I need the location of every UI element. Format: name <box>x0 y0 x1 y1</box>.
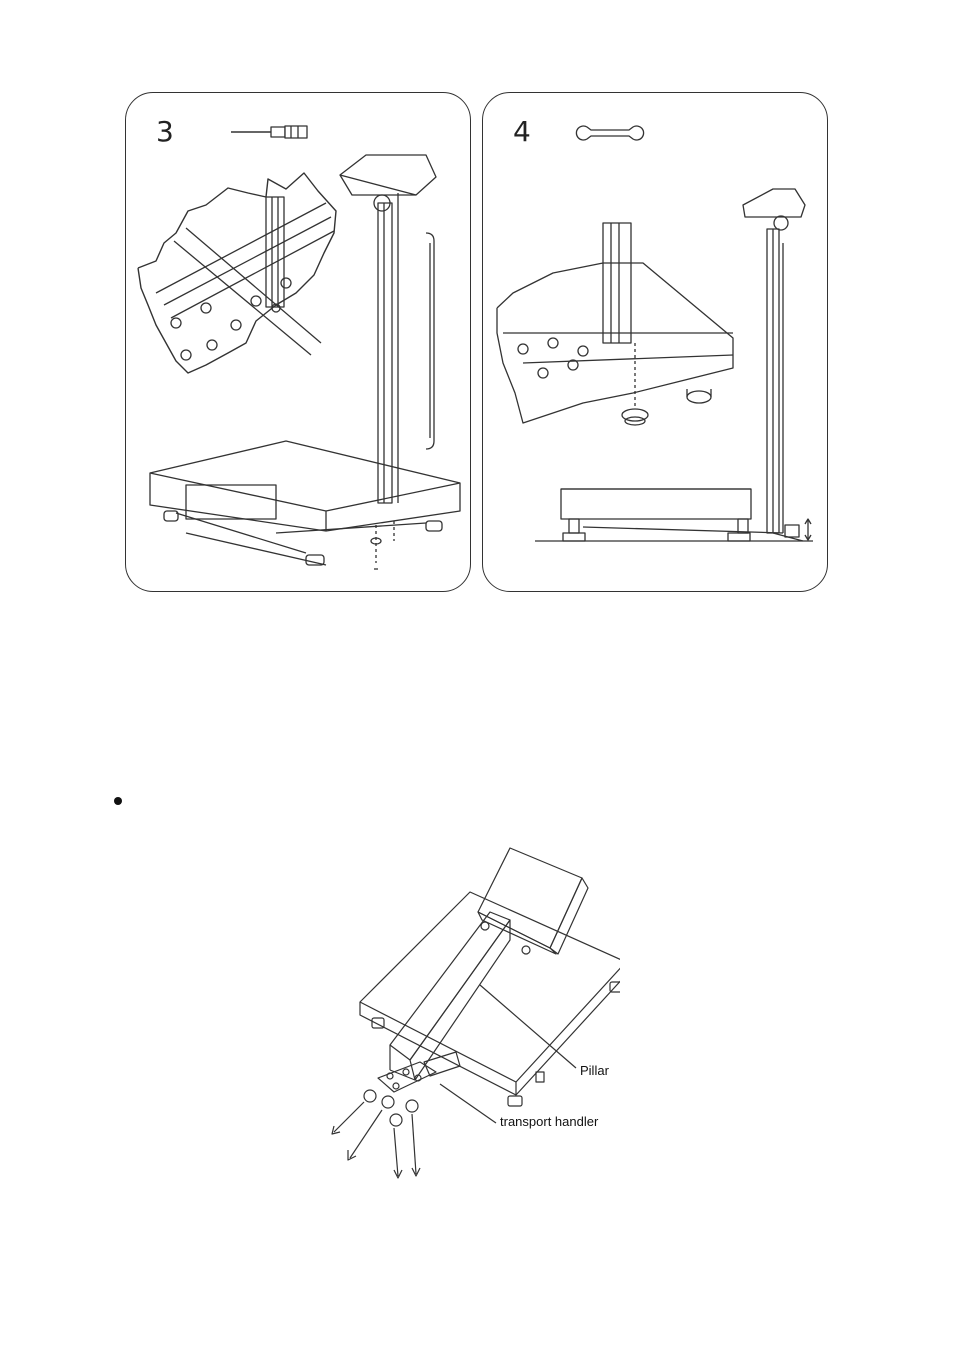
screwdriver-icon <box>231 126 307 138</box>
platform <box>150 441 460 569</box>
pillar <box>378 193 434 503</box>
step-3-illustration <box>126 93 472 593</box>
pillar-label: Pillar <box>580 1063 609 1078</box>
bullet-point <box>114 797 122 805</box>
indicator-head <box>743 189 805 230</box>
step-3-panel: 3 <box>125 92 471 592</box>
detail-inset <box>497 223 733 425</box>
wrench-icon <box>576 126 643 140</box>
detail-inset <box>138 173 336 373</box>
platform <box>535 489 813 541</box>
transport-handler-label: transport handler <box>500 1114 598 1129</box>
pillar <box>767 229 783 533</box>
scale-pillar-illustration <box>320 840 620 1185</box>
step-4-illustration <box>483 93 829 593</box>
step-4-panel: 4 <box>482 92 828 592</box>
